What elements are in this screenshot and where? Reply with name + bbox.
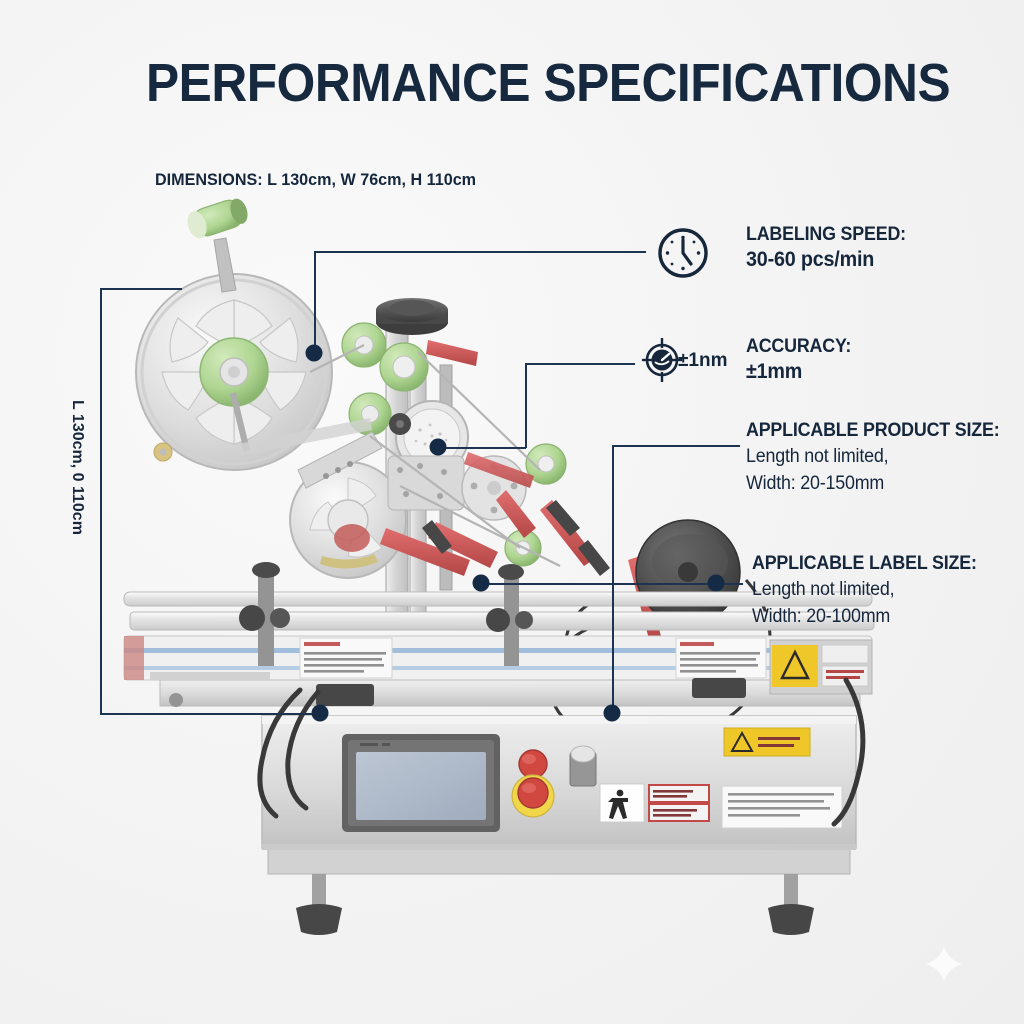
callout-dot-dimensions <box>311 704 329 722</box>
spec-applicable-label-size: APPLICABLE LABEL SIZE: Length not limite… <box>752 553 991 629</box>
callout-dot-product-size <box>603 704 621 722</box>
clock-icon <box>656 226 710 285</box>
spec-product-size-line2: Width: 20-150mm <box>746 473 885 494</box>
spec-accuracy-value: ±1mm <box>746 360 803 383</box>
spec-label-size-line1: Length not limited, <box>752 579 895 600</box>
leader-line-speed-horizontal <box>314 251 646 253</box>
spec-labeling-speed-label: LABELING SPEED: <box>746 224 906 245</box>
spec-labeling-speed-value: 30-60 pcs/min <box>746 248 875 271</box>
dimension-bracket-bottom <box>100 713 320 715</box>
dimensions-vertical-caption: L 130cm, 0 110cm <box>69 400 86 535</box>
sparkle-icon <box>924 944 964 984</box>
spec-labeling-speed: LABELING SPEED: 30-60 pcs/min <box>746 224 916 272</box>
dimension-bracket-vertical <box>100 288 102 714</box>
spec-label-size-line2: Width: 20-100mm <box>752 606 891 627</box>
page-title: PERFORMANCE SPECIFICATIONS <box>146 53 951 113</box>
spec-accuracy: ACCURACY: ±1mm <box>746 336 858 384</box>
callout-dot-accuracy <box>429 438 447 456</box>
dimension-bracket-top <box>100 288 182 290</box>
callout-dot-speed <box>305 344 323 362</box>
callout-dot-label-size-right <box>707 574 725 592</box>
leader-line-label-size <box>481 583 743 585</box>
leader-line-accuracy-upper <box>525 363 635 365</box>
leader-line-speed-vertical <box>314 251 316 353</box>
leader-line-product-horizontal <box>612 445 740 447</box>
target-gauge-icon <box>640 336 684 389</box>
dimensions-caption: DIMENSIONS: L 130cm, W 76cm, H 110cm <box>155 170 477 189</box>
spec-applicable-product-size: APPLICABLE PRODUCT SIZE: Length not limi… <box>746 420 1016 496</box>
spec-product-size-line1: Length not limited, <box>746 446 889 467</box>
spec-product-size-label: APPLICABLE PRODUCT SIZE: <box>746 420 1000 441</box>
leader-line-accuracy-lower <box>438 447 526 449</box>
leader-line-product-vertical <box>612 445 614 714</box>
accuracy-icon-caption: ±1nm <box>678 350 728 371</box>
callout-dot-label-size-left <box>472 574 490 592</box>
spec-accuracy-label: ACCURACY: <box>746 336 852 357</box>
spec-label-size-label: APPLICABLE LABEL SIZE: <box>752 553 977 574</box>
leader-line-accuracy-vertical <box>525 363 527 448</box>
